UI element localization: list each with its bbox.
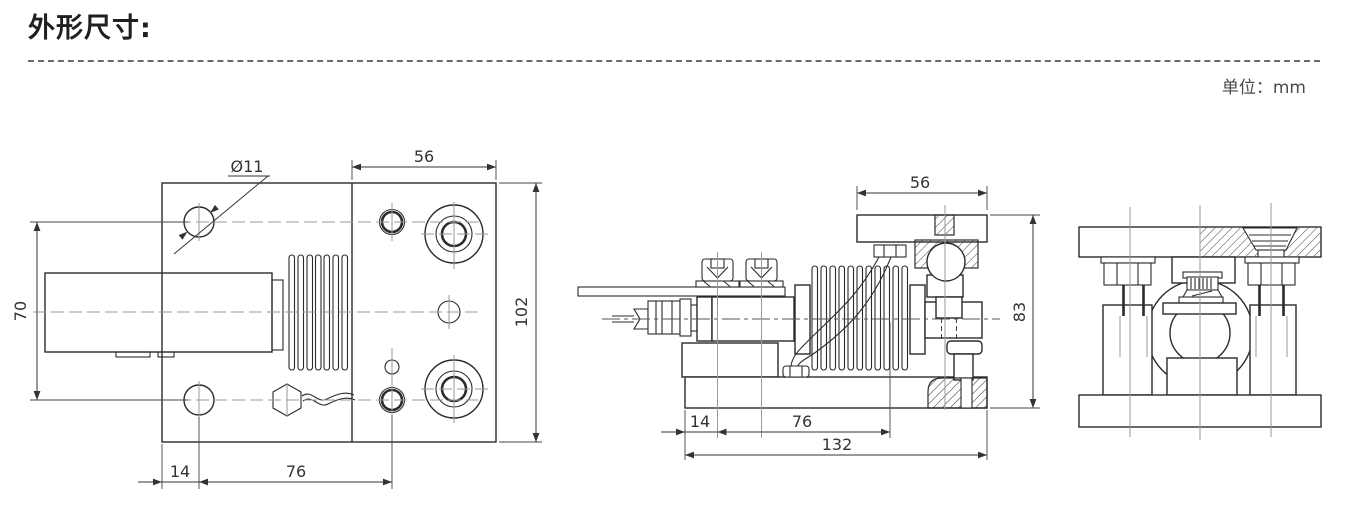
right-hanger-bolt [1244,256,1300,357]
bellows-side-view [811,265,909,371]
dim-plate-height: 102 [499,182,542,443]
right-column [1249,304,1297,396]
cable-connector [612,298,698,337]
front-view [1078,203,1322,440]
dim-overall-height-label: 83 [1010,302,1029,322]
dim-edge-to-hole-label: 14 [170,462,190,481]
dim-bottom-top-view: 14 76 [138,415,393,489]
unit-label: 单位：mm [1221,78,1306,98]
dim-side-top-plate-width: 56 [856,173,988,210]
centerlines-front-view [1129,203,1272,440]
dim-base-length-label: 132 [822,435,853,454]
top-plate-side [856,214,988,243]
wire-anchor-nut [873,244,907,258]
bottom-block [1166,357,1238,396]
centerlines-side-view [602,205,1000,438]
lower-mounting-block [681,342,779,378]
separator-dashed-line [28,60,1320,62]
crosshairs-top-view [198,202,455,423]
dim-plate-height-label: 102 [512,297,531,328]
dim-top-plate-width: 56 [351,147,497,180]
centerlines-top-view [33,221,490,401]
dim-edge-to-bolt-label: 14 [690,412,710,431]
anti-lift-nut [782,365,810,378]
dim-side-top-plate-width-label: 56 [910,173,930,192]
dim-top-plate-width-label: 56 [414,147,434,166]
corner-clamp-section [927,377,988,409]
dim-overall-height: 83 [990,214,1040,409]
cable-wire [301,392,355,401]
bellows-top-view [288,254,349,371]
sensor-wire [790,256,880,367]
dim-hole-callout-label: Ø11 [231,157,264,176]
left-hanger-bolt [1100,256,1156,357]
page-title: 外形尺寸: [28,13,152,44]
load-column [935,296,963,319]
dim-bottom-side-view: 14 76 132 [661,322,988,460]
side-view: 56 83 14 76 132 [577,173,1040,460]
dim-hole-spacing-label: 76 [286,462,306,481]
load-button-cap [1182,271,1223,298]
dim-hole-row-spacing: 70 [11,221,188,401]
load-ball-side [926,242,966,282]
left-column [1102,304,1153,396]
dim-hole-row-spacing-label: 70 [11,301,30,321]
top-view: Ø11 56 102 [11,147,542,489]
dim-hole-callout: Ø11 [173,157,270,255]
mounting-strip [577,286,786,297]
dim-bolt-spacing-label: 76 [792,412,812,431]
hold-down-bolt-side [953,353,974,381]
